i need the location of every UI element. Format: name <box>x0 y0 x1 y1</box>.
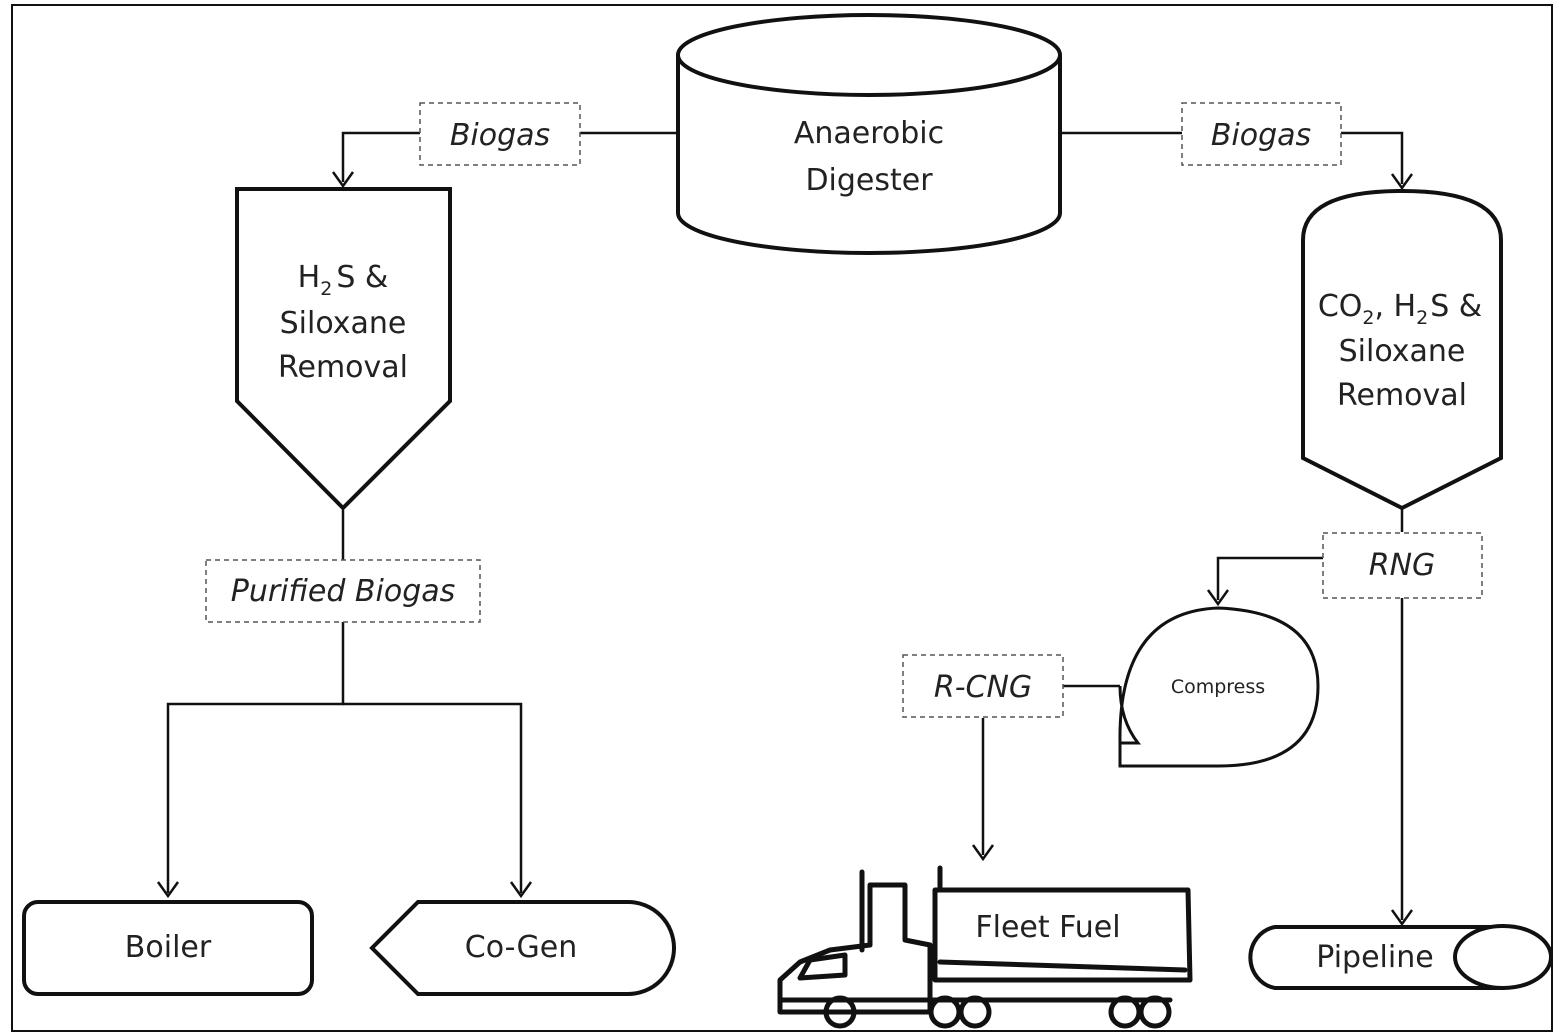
co2-removal-line2: Siloxane <box>1339 334 1466 369</box>
co2-removal-line3: Removal <box>1337 378 1467 413</box>
h2s-removal-line3: Removal <box>278 350 408 385</box>
biogas-right-text: Biogas <box>1211 118 1311 153</box>
digester-label-line2: Digester <box>805 163 933 198</box>
co2-removal-line1: CO2, H2S & <box>1318 289 1482 329</box>
biogas-label-left: Biogas <box>419 102 581 166</box>
compress-text: Compress <box>1171 676 1265 698</box>
digester-label-line1: Anaerobic <box>794 116 944 151</box>
biogas-left-text: Biogas <box>450 118 550 153</box>
diagram-frame <box>11 4 1553 1032</box>
pipeline-node: Pipeline <box>1248 924 1553 990</box>
boiler-text: Boiler <box>125 930 212 965</box>
rng-label: RNG <box>1322 532 1483 599</box>
rng-text: RNG <box>1369 548 1436 583</box>
purified-biogas-label: Purified Biogas <box>205 559 481 623</box>
co2-h2s-siloxane-removal: CO2, H2S & Siloxane Removal <box>1301 188 1503 511</box>
compress-node: Compress <box>1118 606 1320 768</box>
biogas-label-right: Biogas <box>1181 102 1342 166</box>
anaerobic-digester: Anaerobic Digester <box>676 13 1062 255</box>
cogen-node: Co-Gen <box>369 900 676 996</box>
fleet-fuel-truck-icon: Fleet Fuel <box>777 865 1193 1029</box>
rcng-text: R-CNG <box>934 670 1032 705</box>
cogen-text: Co-Gen <box>465 930 578 965</box>
purified-biogas-text: Purified Biogas <box>231 574 456 609</box>
pipeline-text: Pipeline <box>1316 940 1433 975</box>
fleet-fuel-text: Fleet Fuel <box>975 910 1120 945</box>
rcng-label: R-CNG <box>902 654 1064 718</box>
h2s-removal-line2: Siloxane <box>280 306 407 341</box>
connector-lines <box>156 131 1414 927</box>
boiler-node: Boiler <box>22 900 314 996</box>
